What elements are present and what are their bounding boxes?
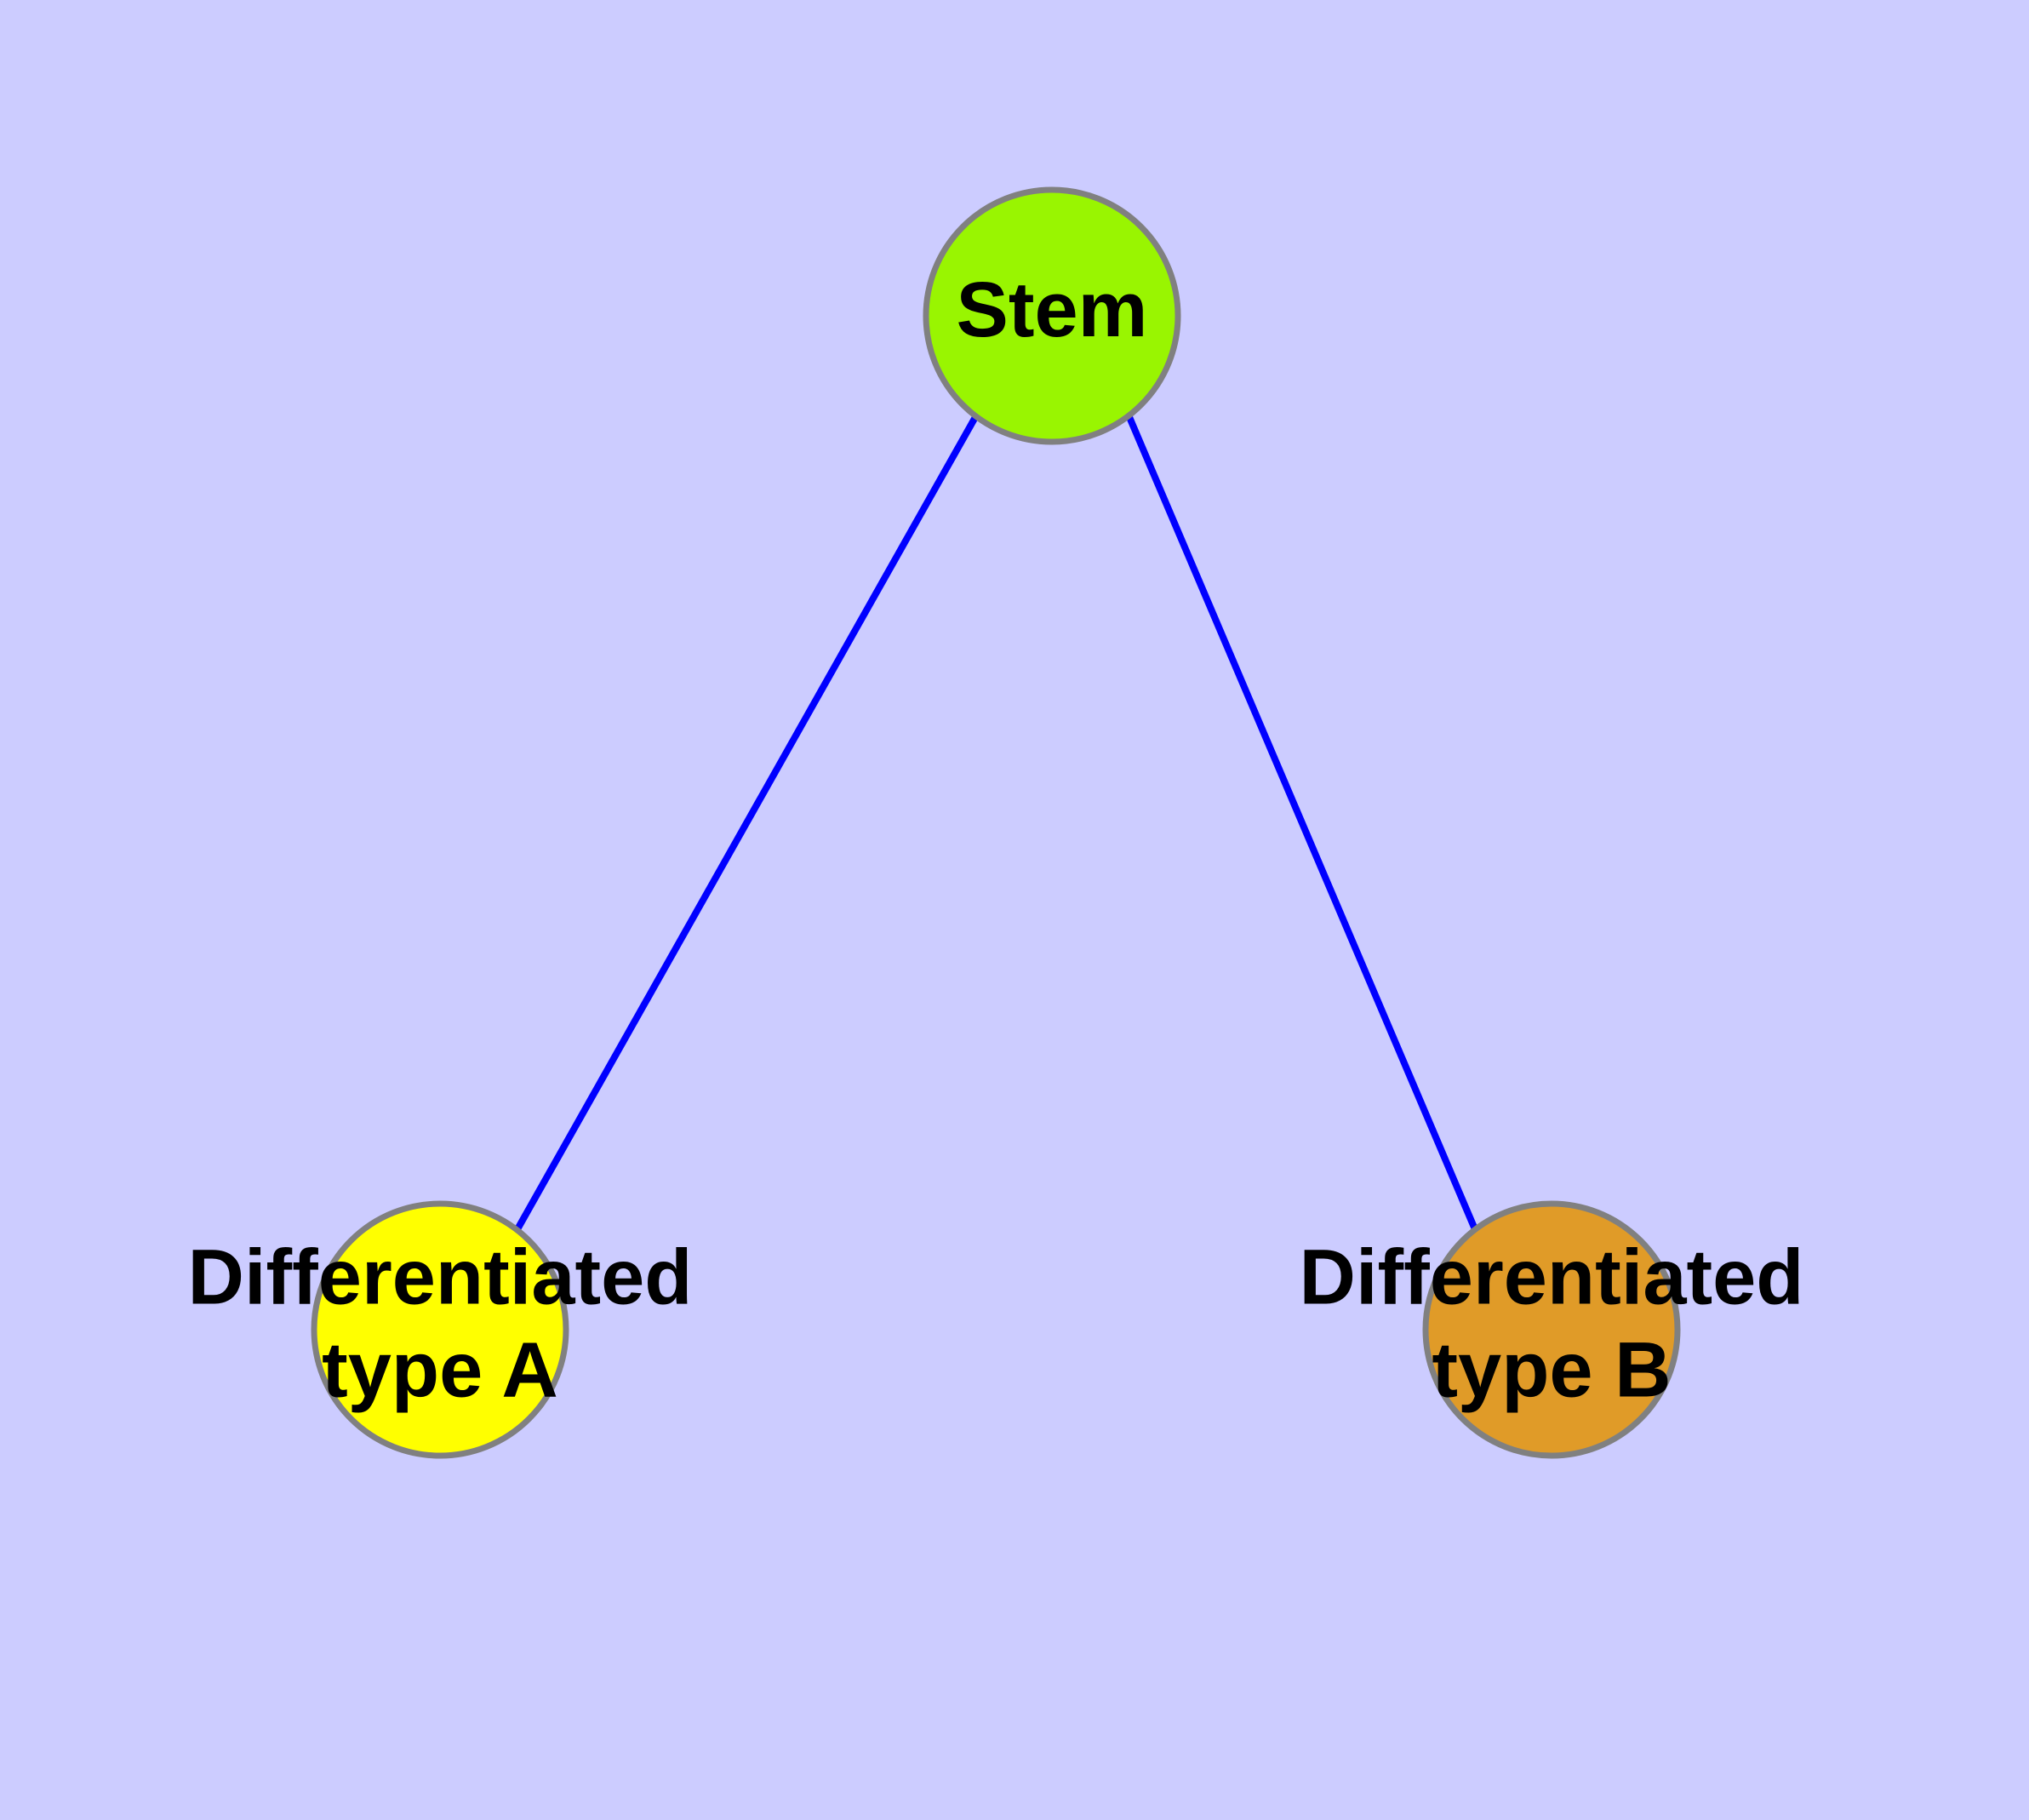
node-stem[interactable]	[923, 186, 1181, 445]
nodes-group	[311, 186, 1681, 1459]
node-label-line: type B	[1432, 1327, 1671, 1414]
node-diff-b[interactable]	[1422, 1200, 1681, 1459]
node-label-stem: Stem	[957, 266, 1148, 353]
edges-group	[514, 415, 1478, 1231]
node-label-line: Differentiated	[1300, 1234, 1804, 1321]
node-diff-a[interactable]	[311, 1200, 569, 1459]
node-label-line: Differentiated	[188, 1234, 693, 1321]
edge-stem-to-b	[1126, 415, 1478, 1231]
edge-stem-to-a	[514, 415, 979, 1231]
node-label-line: Stem	[957, 266, 1148, 353]
node-label-line: type A	[322, 1327, 558, 1414]
